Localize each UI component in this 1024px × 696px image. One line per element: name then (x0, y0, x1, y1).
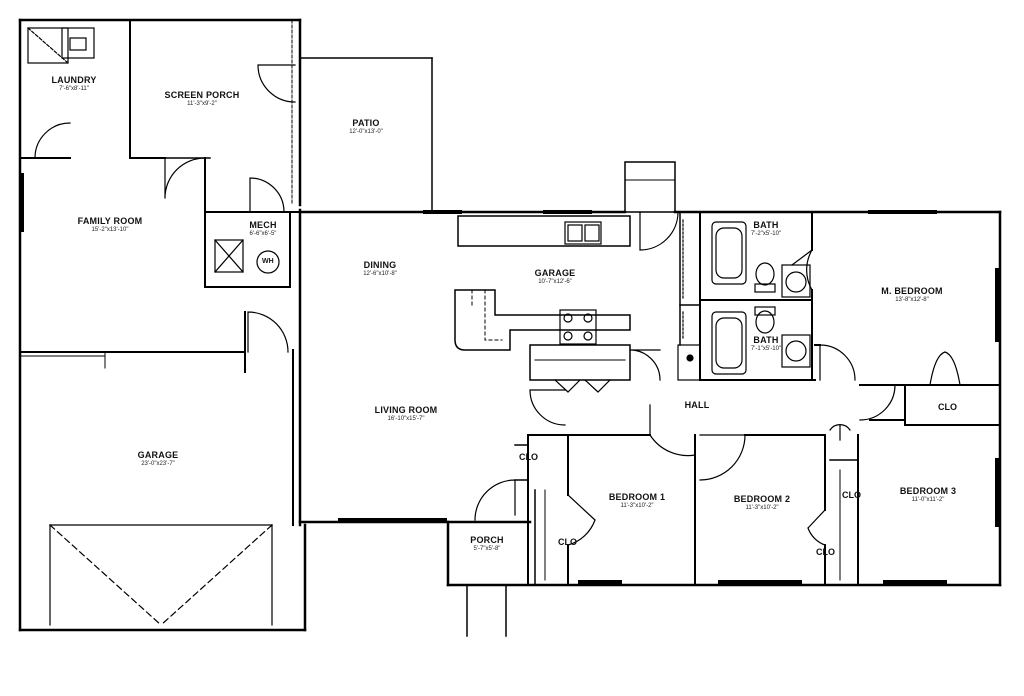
room-label-screen-porch: SCREEN PORCH 11'-3"x9'-2" (165, 90, 240, 107)
room-dimensions: 6'-6"x6'-5" (249, 231, 277, 237)
room-name: M. BEDROOM (881, 286, 943, 296)
room-dimensions: 7'-6"x8'-11" (59, 86, 89, 92)
closet-label-master: CLO (938, 402, 957, 412)
room-name: PATIO (352, 118, 380, 128)
room-name: GARAGE (534, 268, 576, 278)
room-label-kitchen: GARAGE 10'-7"x12'-6" (535, 268, 576, 285)
room-name: PORCH (470, 535, 504, 545)
room-label-mech: MECH 6'-6"x6'-5" (249, 220, 276, 237)
room-dimensions: 23'-0"x23'-7" (141, 461, 175, 467)
room-dimensions: 11'-3"x9'-2" (187, 101, 217, 107)
room-label-bedroom-3: BEDROOM 3 11'-0"x11'-2" (900, 486, 956, 503)
room-label-garage: GARAGE 23'-0"x23'-7" (138, 450, 179, 467)
room-label-bedroom-2: BEDROOM 2 11'-3"x10'-2" (734, 494, 790, 511)
room-name: BATH (753, 220, 779, 230)
room-name: BEDROOM 2 (733, 494, 791, 504)
room-label-family-room: FAMILY ROOM 15'-2"x13'-10" (78, 216, 143, 233)
exterior-walls (18, 18, 1002, 637)
room-dimensions: 11'-3"x10'-2" (620, 503, 654, 509)
room-dimensions: 7'-2"x5'-10" (750, 231, 782, 237)
room-label-porch: PORCH 5'-7"x5'-8" (470, 535, 504, 552)
room-label-bedroom-1: BEDROOM 1 11'-3"x10'-2" (609, 492, 665, 509)
room-dimensions: 7'-1"x5'-10" (750, 346, 782, 352)
room-label-hall: HALL (685, 400, 710, 410)
room-label-bath-1: BATH 7'-2"x5'-10" (751, 220, 781, 237)
room-label-patio: PATIO 12'-0"x13'-0" (349, 118, 383, 135)
room-label-master-bedroom: M. BEDROOM 13'-8"x12'-8" (881, 286, 943, 303)
room-name: GARAGE (137, 450, 179, 460)
room-dimensions: 5'-7"x5'-8" (473, 546, 501, 552)
room-dimensions: 10'-7"x12'-6" (538, 279, 572, 285)
room-dimensions: 13'-8"x12'-8" (895, 297, 929, 303)
room-dimensions: 12'-6"x10'-8" (363, 271, 397, 277)
room-label-living-room: LIVING ROOM 16'-10"x15'-7" (375, 405, 438, 422)
room-name: SCREEN PORCH (164, 90, 240, 100)
room-name: BEDROOM 1 (608, 492, 666, 502)
fixtures (27, 27, 811, 626)
closet-label-bedroom-1: CLO (558, 537, 577, 547)
room-name: MECH (249, 220, 277, 230)
door-swings (34, 64, 961, 546)
windows (20, 173, 999, 584)
room-name: HALL (684, 400, 710, 410)
room-name: FAMILY ROOM (77, 216, 143, 226)
room-name: BATH (753, 335, 779, 345)
room-dimensions: 11'-0"x11'-2" (911, 497, 945, 503)
room-dimensions: 11'-3"x10'-2" (745, 505, 779, 511)
room-name: LAUNDRY (51, 75, 97, 85)
room-dimensions: 15'-2"x13'-10" (91, 227, 129, 233)
room-dimensions: 16'-10"x15'-7" (387, 416, 425, 422)
room-label-laundry: LAUNDRY 7'-6"x8'-11" (51, 75, 96, 92)
closet-label-bedroom-2: CLO (816, 547, 835, 557)
closet-label-entry: CLO (519, 452, 538, 462)
room-label-bath-2: BATH 7'-1"x5'-10" (751, 335, 781, 352)
closet-label-bedroom-3: CLO (842, 490, 861, 500)
room-label-dining: DINING 12'-6"x10'-8" (363, 260, 397, 277)
room-name: BEDROOM 3 (899, 486, 957, 496)
room-name: LIVING ROOM (374, 405, 438, 415)
room-dimensions: 12'-0"x13'-0" (349, 129, 383, 135)
room-name: DINING (363, 260, 397, 270)
water-heater-label: WH (262, 258, 274, 265)
